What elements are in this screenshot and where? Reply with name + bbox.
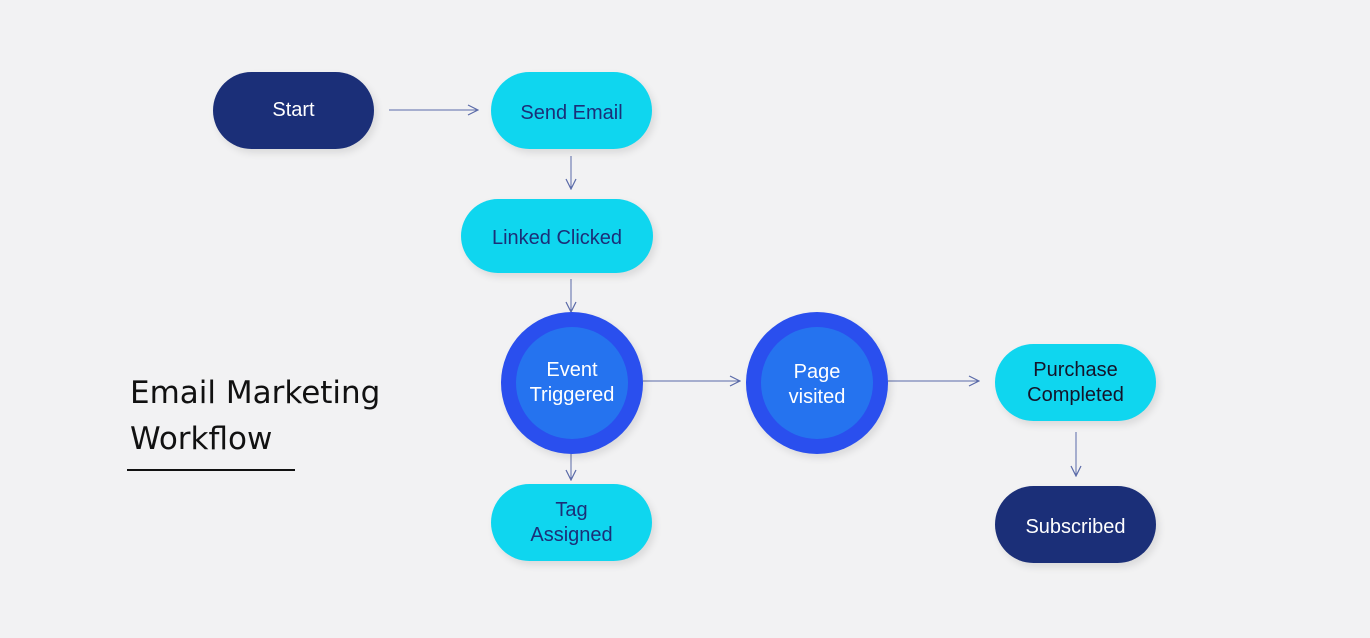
send-email-node-label: Send Email [520, 102, 623, 124]
title-underline [127, 469, 295, 471]
subscribed-node-label: Subscribed [1025, 516, 1126, 538]
page-visited-node[interactable]: Page visited [746, 312, 888, 454]
send-email-node[interactable]: Send Email [491, 72, 652, 149]
page-visited-label-line1: Page [793, 361, 841, 383]
diagram-title-line1: Email Marketing [130, 375, 381, 411]
linked-clicked-node-label: Linked Clicked [491, 226, 623, 249]
tag-assigned-label-line2: Assigned [530, 523, 613, 546]
tag-assigned-label-line1: Tag [555, 498, 588, 521]
page-visited-label-line2: visited [788, 386, 846, 408]
start-node[interactable]: Start [213, 72, 374, 149]
tag-assigned-node[interactable]: Tag Assigned [491, 484, 652, 561]
diagram-title: Email Marketing Workflow [130, 370, 380, 462]
event-triggered-label-line1: Event [546, 359, 598, 381]
subscribed-node[interactable]: Subscribed [995, 486, 1156, 563]
start-node-label: Start [272, 99, 315, 121]
page-visited-node-core: Page visited [761, 327, 873, 439]
event-triggered-node[interactable]: Event Triggered [501, 312, 643, 454]
linked-clicked-node[interactable]: Linked Clicked [461, 199, 653, 273]
event-triggered-label-line2: Triggered [529, 384, 615, 406]
event-triggered-node-core: Event Triggered [516, 327, 628, 439]
diagram-title-line2: Workflow [130, 421, 273, 457]
purchase-completed-label-line1: Purchase [1033, 358, 1118, 381]
purchase-completed-node[interactable]: Purchase Completed [995, 344, 1156, 421]
purchase-completed-label-line2: Completed [1027, 383, 1124, 406]
